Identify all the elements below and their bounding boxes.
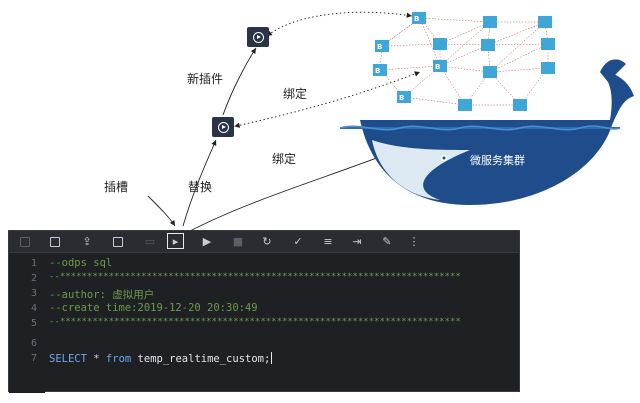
- label-bind-bottom: 绑定: [272, 152, 297, 166]
- svg-text:B: B: [375, 67, 380, 75]
- save-icon[interactable]: [17, 234, 33, 249]
- service-nodes: [373, 12, 555, 111]
- bind-link-top: [266, 11, 413, 37]
- save-as-icon[interactable]: [47, 234, 63, 249]
- label-microservices: 微服务集群: [470, 154, 525, 167]
- line-number: 2: [30, 273, 37, 284]
- list-icon[interactable]: ≡: [323, 235, 333, 248]
- line-number-gutter: 1 2 3 4 5 6 7: [9, 253, 45, 393]
- upload-icon[interactable]: ⇪: [82, 235, 92, 248]
- code-line[interactable]: --author: 虚拟用户: [49, 289, 155, 301]
- line-number: 7: [30, 353, 37, 364]
- docker-whale: [339, 59, 634, 205]
- code-line-sql[interactable]: SELECT * from temp_realtime_custom;: [49, 352, 273, 365]
- svg-text:B: B: [435, 63, 440, 71]
- line-number: 3: [30, 288, 37, 299]
- code-line[interactable]: --**************************************…: [49, 272, 461, 282]
- svg-text:B: B: [377, 43, 382, 51]
- play-icon[interactable]: ▶: [202, 235, 212, 248]
- arrow-replace: [182, 139, 217, 227]
- check-icon[interactable]: ✓: [293, 235, 303, 248]
- new-plugin-icon: [247, 27, 269, 47]
- replaced-plugin-icon: [212, 117, 234, 137]
- more-icon[interactable]: ⋮: [408, 235, 420, 248]
- sql-star: *: [93, 353, 100, 365]
- editor-toolbar: ⇪ ▭ ▸ ▶ ■ ↻ ✓ ≡ ⇥ ✎ ⋮: [9, 231, 519, 253]
- refresh-icon[interactable]: ↻: [262, 235, 272, 248]
- export-icon[interactable]: ⇥: [352, 235, 362, 248]
- lock-icon[interactable]: ▭: [144, 235, 156, 248]
- code-line[interactable]: --odps sql: [49, 257, 113, 269]
- code-line[interactable]: --create time:2019-12-20 20:30:49: [49, 302, 258, 314]
- settings-doc-icon[interactable]: [110, 234, 126, 249]
- line-number: 1: [30, 258, 37, 269]
- text-cursor: [271, 352, 273, 364]
- code-line[interactable]: --**************************************…: [49, 317, 461, 327]
- bind-link-middle: [234, 71, 421, 128]
- run-plugin-icon[interactable]: ▸: [167, 233, 184, 249]
- arrow-bind-bottom: [187, 149, 399, 233]
- arrow-slot: [147, 195, 176, 227]
- service-node-labels: B B B B B: [375, 15, 440, 102]
- sql-editor: ⇪ ▭ ▸ ▶ ■ ↻ ✓ ≡ ⇥ ✎ ⋮ 1 2 3 4 5 6 7 --od…: [8, 230, 520, 393]
- label-replace: 替换: [188, 180, 213, 194]
- line-number: 6: [30, 338, 37, 349]
- label-slot: 插槽: [104, 180, 129, 194]
- svg-text:B: B: [414, 15, 419, 23]
- label-bind-top: 绑定: [283, 87, 308, 101]
- tools-icon[interactable]: ✎: [382, 235, 392, 248]
- sql-keyword-select: SELECT: [49, 353, 87, 365]
- arrow-new-plugin: [222, 47, 257, 116]
- stop-icon[interactable]: ■: [232, 235, 244, 248]
- line-number: 5: [30, 318, 37, 329]
- label-new-plugin: 新插件: [187, 72, 224, 86]
- svg-text:B: B: [399, 94, 404, 102]
- sql-table-name: temp_realtime_custom;: [137, 353, 271, 365]
- line-number: 4: [30, 303, 37, 314]
- sql-keyword-from: from: [105, 353, 132, 365]
